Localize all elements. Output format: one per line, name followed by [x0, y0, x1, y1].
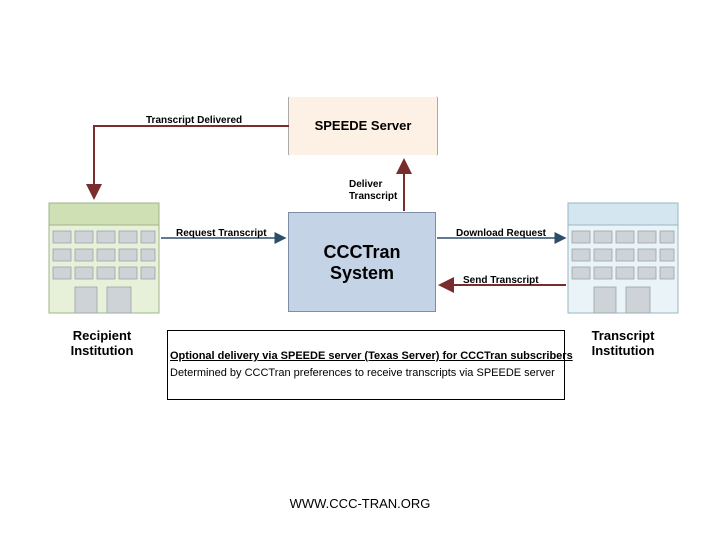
recipient-label-line2: Institution — [70, 343, 134, 358]
transcript-delivered-label: Transcript Delivered — [146, 115, 243, 126]
speede-server-label: SPEEDE Server — [314, 118, 412, 133]
request-transcript-label: Request Transcript — [176, 228, 267, 239]
ccctran-label-line1: CCCTran — [323, 242, 401, 262]
transcript-delivered-arrow — [86, 125, 289, 200]
transcript-building-icon — [567, 202, 679, 314]
deliver-transcript-label: Deliver Transcript — [349, 179, 397, 203]
transcript-label-line1: Transcript — [591, 328, 655, 343]
speede-note-box — [167, 330, 565, 400]
speede-server-node — [289, 97, 437, 155]
download-request-label: Download Request — [456, 228, 547, 239]
speede-note-title: Optional delivery via SPEEDE server (Tex… — [170, 350, 573, 362]
ccctran-system-label: CCCTran System — [288, 242, 436, 284]
transcript-institution-label: Transcript Institution — [573, 328, 673, 358]
recipient-building-icon — [48, 202, 160, 314]
recipient-institution-label: Recipient Institution — [52, 328, 152, 358]
send-transcript-label: Send Transcript — [463, 275, 539, 286]
ccctran-label-line2: System — [329, 263, 395, 283]
transcript-label-line2: Institution — [591, 343, 655, 358]
deliver-label-line2: Transcript — [349, 191, 398, 202]
recipient-label-line1: Recipient — [72, 328, 132, 343]
speede-note-description: Determined by CCCTran preferences to rec… — [170, 367, 555, 379]
footer-url: WWW.CCC-TRAN.ORG — [289, 496, 431, 511]
deliver-label-line1: Deliver — [349, 179, 383, 190]
ccctran-system-node — [288, 212, 436, 312]
